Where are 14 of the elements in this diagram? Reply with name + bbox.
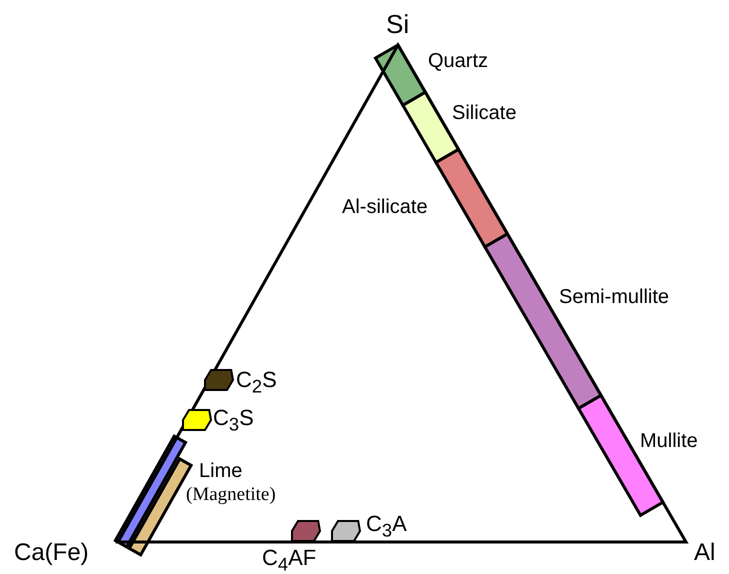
vertex-label: Si	[386, 10, 410, 39]
phase-label: C$_{4}$AF	[262, 546, 316, 574]
phase-label: C$_{2}$S	[236, 368, 277, 397]
phase-label: Semi-mullite	[559, 286, 670, 308]
phase-label: (Magnetite)	[186, 485, 276, 506]
vertex-label: Ca(Fe)	[14, 540, 89, 566]
vertex-label: Al	[694, 540, 716, 566]
phase-label: Al-silicate	[342, 196, 428, 218]
phase-label: Lime	[199, 460, 242, 482]
phase-label: Quartz	[428, 50, 488, 72]
phase-label: C$_{3}$S	[213, 406, 254, 435]
phase-label: C$_{3}$A	[366, 512, 407, 541]
phase-label: Mullite	[640, 430, 698, 452]
phase-label: Silicate	[452, 102, 516, 124]
